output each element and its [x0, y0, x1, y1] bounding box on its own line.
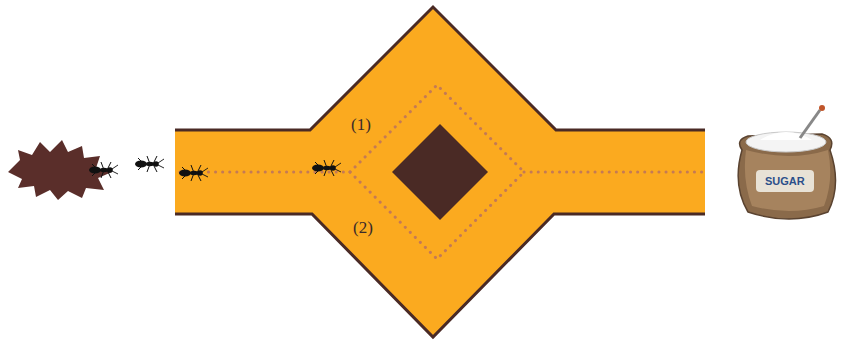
- bag-label: SUGAR: [765, 176, 805, 187]
- sugar-bag: [738, 105, 835, 219]
- callout-number: (2): [353, 219, 373, 236]
- callout-number: (1): [351, 116, 371, 133]
